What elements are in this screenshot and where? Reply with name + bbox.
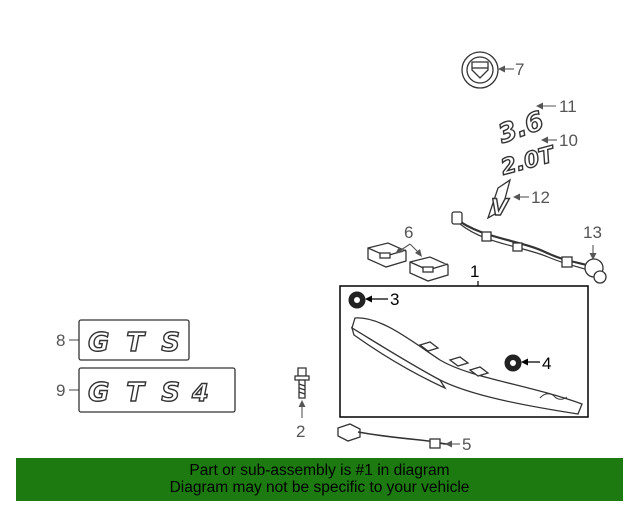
part-4-nut[interactable] [504,354,522,372]
callout-2[interactable]: 2 [296,422,305,441]
part-11-trim-badge[interactable]: 3.6 [494,105,549,150]
badge-gts4-suffix: 4 [191,379,209,407]
badge-gts4-text: GTS [88,378,180,408]
notice-line-1: Part or sub-assembly is #1 in diagram [189,462,450,479]
callout-3[interactable]: 3 [390,290,399,309]
callout-8[interactable]: 8 [56,331,65,350]
part-9-badge-frame[interactable] [78,367,236,413]
assembly-1-highlight-box [339,285,589,418]
part-6-license-lamp-right[interactable] [409,256,449,282]
part-13-wiring-harness[interactable] [451,211,607,284]
callout-10[interactable]: 10 [559,131,578,150]
callout-4[interactable]: 4 [542,354,551,373]
callout-11[interactable]: 11 [559,97,577,116]
callout-7[interactable]: 7 [515,60,524,79]
callout-1[interactable]: 1 [470,262,479,281]
part-7-round-emblem[interactable] [461,51,499,89]
part-8-badge-frame[interactable] [78,319,190,361]
part-2-bolt[interactable] [294,367,310,399]
callout-9[interactable]: 9 [56,381,65,400]
badge-v-text: V [491,196,510,221]
callout-12[interactable]: 12 [531,188,550,207]
callout-6[interactable]: 6 [404,223,413,242]
callout-13[interactable]: 13 [583,223,602,242]
badge-36-text: 3.6 [494,106,548,150]
badge-gts-text: GTS [88,328,180,358]
part-6-license-lamp-left[interactable] [367,242,407,268]
part-notice-banner: Part or sub-assembly is #1 in diagram Di… [16,458,623,501]
callout-5[interactable]: 5 [462,435,471,454]
notice-line-2: Diagram may not be specific to your vehi… [169,479,470,496]
part-12-v-emblem[interactable]: V [486,178,512,222]
part-1-trunk-lid-garnish[interactable] [350,317,583,415]
part-3-nut[interactable] [348,291,366,309]
part-5-connector-harness[interactable] [337,423,449,449]
